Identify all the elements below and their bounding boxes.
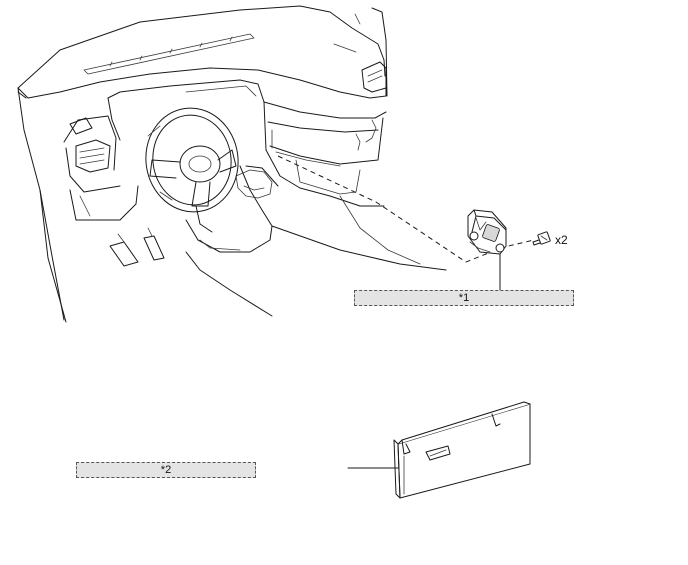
- bolt-icon: [532, 231, 551, 246]
- instrument-panel-drawing: [17, 5, 447, 323]
- airbag-sensor-component: [467, 209, 507, 255]
- bolt-quantity-label: x2: [555, 233, 568, 247]
- removal-guide-lines: [277, 155, 535, 263]
- callout-2-label: *2: [76, 462, 256, 478]
- callout-1-label: *1: [354, 290, 574, 306]
- glove-box-component: [393, 401, 531, 499]
